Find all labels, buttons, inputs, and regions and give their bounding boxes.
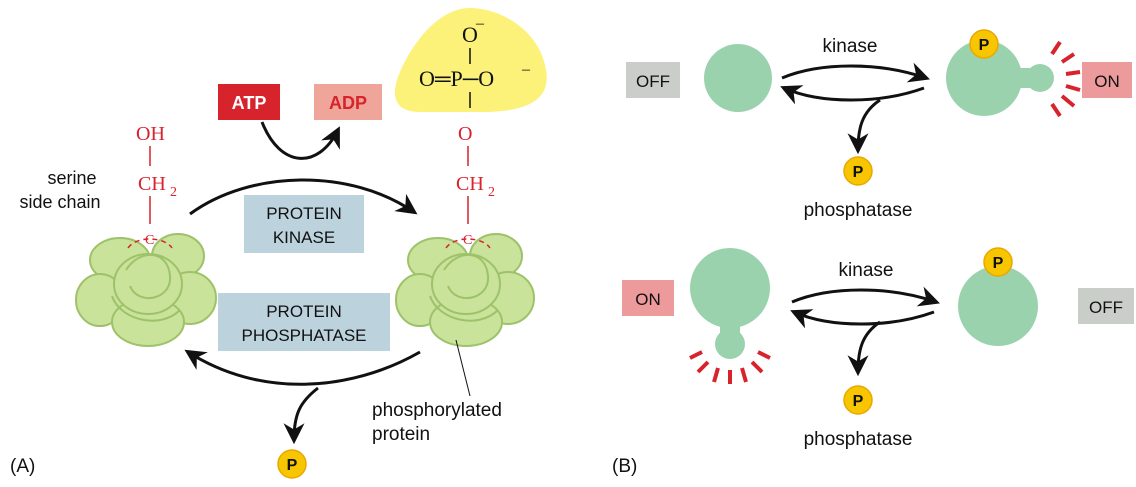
phosphatase-label-top: phosphatase <box>804 200 913 221</box>
on-badge-bottom-label: ON <box>635 290 661 309</box>
phosphate-top-oxygen: O <box>462 22 478 47</box>
protein-kinase-box <box>244 195 364 253</box>
protein-phosphatase-line1: PROTEIN <box>266 302 342 321</box>
phosphate-group-blob <box>394 8 547 112</box>
phosphate-right-charge: – <box>521 61 531 78</box>
panel-b-label: (B) <box>612 456 637 477</box>
kinase-arc-arrow <box>189 178 418 216</box>
panel-a: O – O═P─O – ATP ADP PROTEIN KINASE PROTE… <box>10 8 547 479</box>
active-protein-top <box>946 40 1054 116</box>
phosphate-symbol-bottom: P <box>853 393 864 410</box>
panel-b-bottom: ON kinase P phosphatase P OFF <box>622 247 1134 450</box>
released-phosphate-icon <box>277 449 307 479</box>
attached-phosphate-icon-top <box>969 29 999 59</box>
ch2-right-subscript: 2 <box>488 185 495 200</box>
phosphatase-arc-arrow <box>184 349 421 386</box>
phosphatase-label-bottom: phosphatase <box>804 429 913 450</box>
off-badge-bottom <box>1078 288 1134 324</box>
hydroxyl-label: OH <box>136 123 165 145</box>
adp-label: ADP <box>329 93 367 113</box>
phosphate-top-charge: – <box>475 15 485 32</box>
phosphatase-arrow-bottom <box>790 309 935 329</box>
serine-label-line1: serine <box>47 168 96 188</box>
unphosphorylated-protein-globule <box>75 233 217 347</box>
ch2-left-label: CH <box>138 173 166 195</box>
off-badge-top <box>626 62 680 98</box>
protein-phosphatase-line2: PHOSPHATASE <box>241 326 366 345</box>
released-phosphate-label: P <box>287 457 298 474</box>
phosphorylated-pointer <box>455 339 471 397</box>
adp-box <box>314 84 382 120</box>
attached-phosphate-symbol-top: P <box>979 37 990 54</box>
inactive-protein-bottom <box>958 266 1038 346</box>
on-badge-top <box>1082 62 1132 98</box>
attached-phosphate-symbol-bottom: P <box>993 255 1004 272</box>
atp-label: ATP <box>232 93 267 113</box>
phosphate-release-arrow <box>283 386 319 445</box>
ch2-left-subscript: 2 <box>170 185 177 200</box>
attached-phosphate-icon-bottom <box>983 247 1013 277</box>
ch2-right-label: CH <box>456 173 484 195</box>
on-badge-top-label: ON <box>1094 72 1120 91</box>
activity-rays-top <box>1050 40 1081 118</box>
active-protein-bottom <box>690 248 770 359</box>
protein-kinase-line2: KINASE <box>273 228 335 247</box>
kinase-arrow-bottom <box>791 286 940 307</box>
off-badge-top-label: OFF <box>636 72 670 91</box>
activity-rays-bottom <box>689 350 771 384</box>
phosphate-release-arrow-top <box>847 98 881 155</box>
off-badge-bottom-label: OFF <box>1089 298 1123 317</box>
panel-b-top: OFF kinase P phosphatase P ON <box>626 29 1132 221</box>
phosphate-release-arrow-bottom <box>847 320 881 377</box>
protein-phosphatase-box <box>218 293 390 351</box>
atp-box <box>218 84 280 120</box>
on-badge-bottom <box>622 280 674 316</box>
phosphatase-arrow-top <box>780 85 925 105</box>
phosphate-symbol-top: P <box>853 164 864 181</box>
inactive-protein-top <box>704 44 772 112</box>
phosphate-icon-bottom <box>843 385 873 415</box>
phosphorylated-label-line1: phosphorylated <box>372 400 502 421</box>
atp-to-adp-arrow <box>260 121 340 160</box>
phosphate-middle-formula: O═P─O <box>419 66 494 91</box>
c-right-label: C <box>463 233 472 248</box>
phosphorylated-protein-globule <box>395 233 535 347</box>
protein-kinase-line1: PROTEIN <box>266 204 342 223</box>
o-link-label: O <box>458 123 472 145</box>
serine-label-line2: side chain <box>19 192 100 212</box>
phosphate-icon-top <box>843 156 873 186</box>
kinase-label-top: kinase <box>823 36 878 57</box>
c-left-label: C <box>145 233 154 248</box>
kinase-label-bottom: kinase <box>839 260 894 281</box>
kinase-arrow-top <box>781 62 930 83</box>
phosphorylated-label-line2: protein <box>372 424 430 445</box>
panel-a-label: (A) <box>10 456 35 477</box>
